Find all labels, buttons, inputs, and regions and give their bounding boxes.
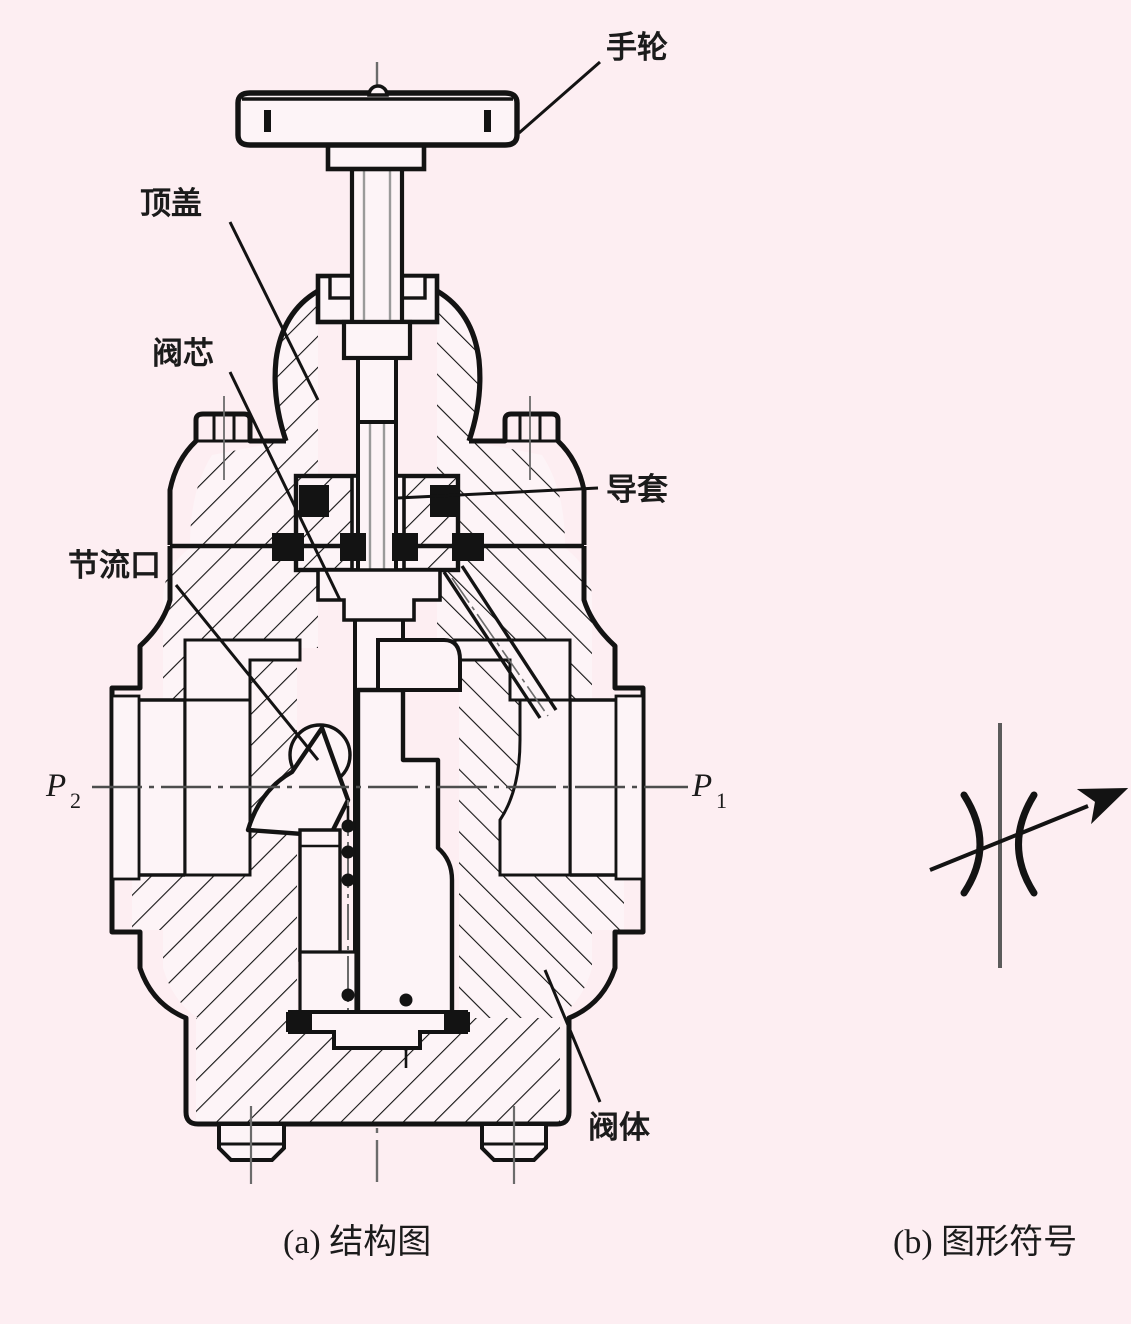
cover-skirt-right [469,411,587,545]
stem-shaft [349,157,405,325]
port-label-p1: P 1 [691,768,727,813]
label-guide-sleeve: 导套 [606,472,668,507]
symbol-right-arc [1015,791,1038,897]
mid-hatch-left [163,548,318,648]
p1-subscript: 1 [716,788,727,813]
cover-hatch-right [437,291,565,545]
seal-bottom-right [444,1012,470,1032]
body-right-wall [556,546,646,1127]
spool-collar [376,638,462,692]
mounting-foot-right [480,1106,548,1184]
handwheel-slot-left [264,110,271,132]
leader-handwheel [518,60,601,135]
p1-symbol: P [691,768,712,804]
stem-narrow [356,356,398,424]
cover-hatch-left [190,291,318,545]
label-valve-spool: 阀芯 [152,336,214,371]
port-label-p2: P 2 [45,768,81,813]
seal-bottom-left [286,1012,312,1032]
symbol-drawing [929,723,1129,968]
symbol-adjustable-arrow [929,787,1129,872]
thread-dots-column [341,806,355,887]
label-top-cover: 顶盖 [140,186,202,221]
stem-through-sleeve [356,418,398,582]
leader-throttle-port [174,584,320,761]
lower-sleeve [298,828,358,1020]
leader-valve-spool [228,371,342,601]
cover-skirt-left [167,411,286,545]
p2-symbol: P [45,768,66,804]
handwheel-slot-right [484,110,491,132]
sleeve-seat [316,568,442,622]
handwheel[interactable] [235,90,520,148]
cavity-left [183,638,302,702]
spool-head [355,687,455,1031]
caption-b: (b) 图形符号 [893,1223,1077,1261]
throttle-notch [245,725,351,839]
body-silhouette [272,288,483,442]
leader-valve-body [543,969,602,1103]
inclined-passage [442,565,558,719]
mounting-foot-left [217,1106,286,1184]
stem-step [341,319,413,361]
label-valve-body: 阀体 [588,1110,650,1145]
caption-a: (a) 结构图 [283,1223,431,1261]
seal-blocks [272,485,484,561]
label-handwheel: 手轮 [606,30,668,65]
symbol-left-arc [960,791,984,897]
bolt-boss-right [505,396,558,480]
handwheel-top-nub [367,84,389,97]
p2-subscript: 2 [70,788,81,813]
structure-drawing: 手轮 顶盖 阀芯 节流口 导套 阀体 P 2 P 1 [45,30,727,1184]
label-throttle-port: 节流口 [68,548,161,583]
leader-guide-sleeve [397,486,599,500]
leader-top-cover [228,221,320,401]
body-left-wall [109,546,199,1127]
bolt-boss-left [196,396,250,480]
